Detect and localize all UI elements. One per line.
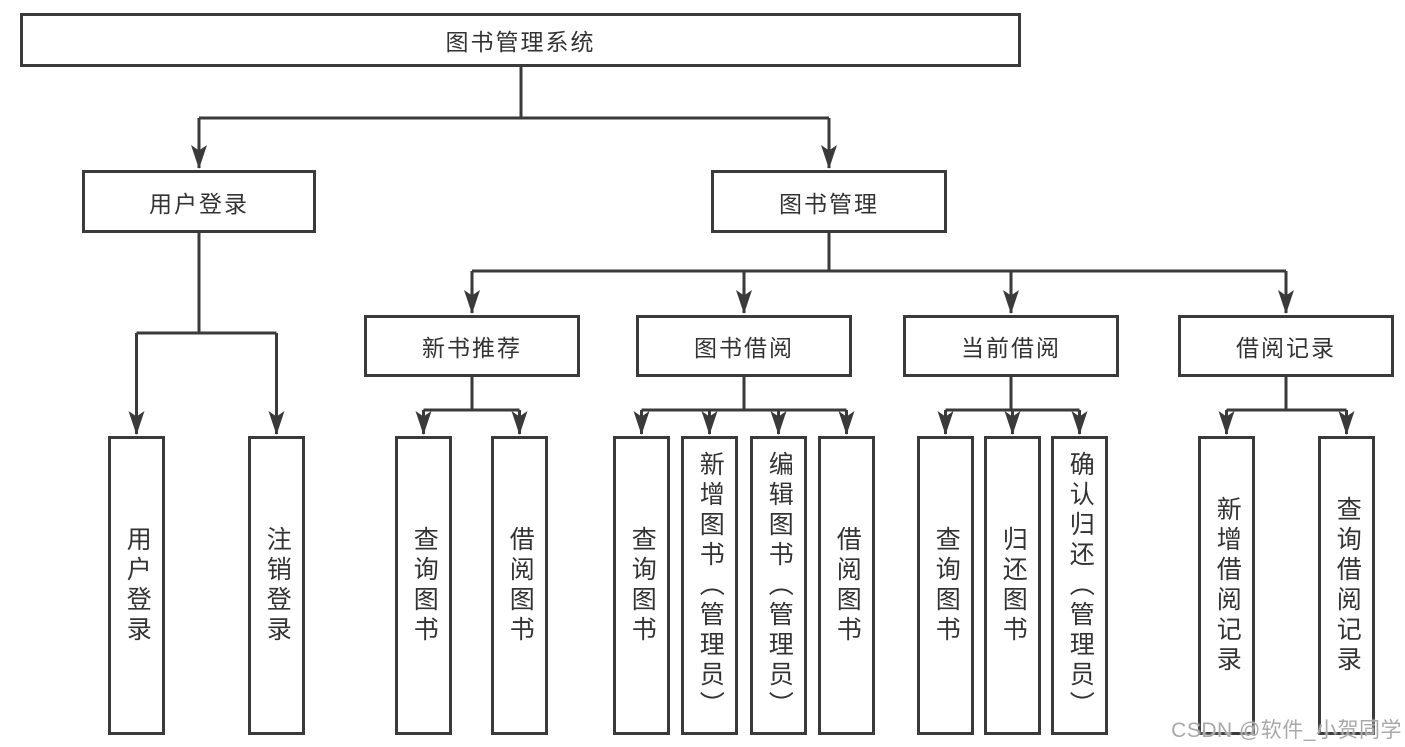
leaf-query-books-2: 查询图书	[613, 436, 670, 735]
node-new-book-recommend: 新书推荐	[364, 315, 580, 377]
leaf-query-books-3: 查询图书	[917, 436, 974, 735]
leaf-query-books-1: 查询图书	[395, 436, 452, 735]
leaf-borrow-books-2: 借阅图书	[818, 436, 875, 735]
node-label: 借阅记录	[1236, 335, 1336, 361]
node-book-management: 图书管理	[711, 170, 947, 233]
node-borrowing-records: 借阅记录	[1178, 315, 1394, 377]
leaf-confirm-return-admin: 确认归还（管理员）	[1051, 436, 1108, 735]
leaf-label: 注销登录	[263, 525, 292, 646]
leaf-label: 查询图书	[628, 525, 657, 646]
leaf-edit-book-admin: 编辑图书（管理员）	[750, 436, 807, 735]
leaf-label: 归还图书	[999, 525, 1028, 646]
node-user-login: 用户登录	[82, 170, 316, 233]
connector-current-borrow-leaves	[937, 377, 1088, 435]
leaf-label: 新增借阅记录	[1213, 495, 1242, 676]
leaf-add-borrow-record: 新增借阅记录	[1198, 436, 1255, 735]
leaf-label: 编辑图书（管理员）	[765, 450, 794, 721]
node-label: 用户登录	[149, 190, 249, 217]
node-library-management-system: 图书管理系统	[20, 13, 1021, 67]
connector-book-borrow-leaves	[633, 377, 855, 435]
leaf-label: 查询图书	[932, 525, 961, 646]
leaf-return-books: 归还图书	[984, 436, 1041, 735]
leaf-label: 借阅图书	[506, 525, 535, 646]
leaf-label: 查询图书	[410, 525, 439, 646]
connector-user-login-leaves	[128, 233, 285, 435]
connector-borrow-records-leaves	[1218, 377, 1355, 435]
leaf-add-book-admin: 新增图书（管理员）	[681, 436, 738, 735]
leaf-query-borrow-record: 查询借阅记录	[1318, 436, 1375, 735]
node-book-borrowing: 图书借阅	[636, 315, 852, 377]
csdn-watermark: CSDN @软件_小贺同学	[1171, 719, 1402, 742]
node-current-borrowing: 当前借阅	[903, 315, 1119, 377]
connector-book-mgmt-to-level3	[464, 233, 1294, 314]
leaf-label: 借阅图书	[833, 525, 862, 646]
node-label: 当前借阅	[961, 335, 1061, 361]
node-label: 图书借阅	[694, 335, 794, 361]
leaf-user-login: 用户登录	[108, 436, 165, 735]
leaf-borrow-books-1: 借阅图书	[491, 436, 548, 735]
leaf-label: 查询借阅记录	[1333, 495, 1362, 676]
node-label: 新书推荐	[422, 335, 522, 361]
node-label: 图书管理系统	[445, 29, 596, 55]
leaf-logout: 注销登录	[248, 436, 305, 735]
leaf-label: 确认归还（管理员）	[1066, 450, 1095, 721]
leaf-label: 新增图书（管理员）	[696, 450, 725, 721]
node-label: 图书管理	[779, 190, 879, 217]
connector-new-book-leaves	[415, 377, 528, 435]
connector-root-to-level2	[191, 67, 837, 169]
leaf-label: 用户登录	[123, 525, 152, 646]
